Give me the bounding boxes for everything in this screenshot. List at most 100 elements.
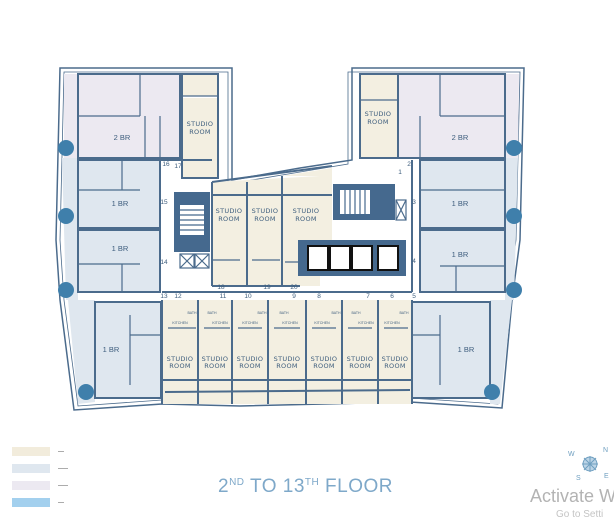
balcony-strip-bottom-right — [490, 300, 512, 404]
unit-label-1br: 1 BR — [103, 345, 120, 354]
svg-text:STUDIO: STUDIO — [252, 207, 279, 215]
balcony-strip-bottom-left — [68, 300, 95, 404]
svg-text:3: 3 — [412, 199, 416, 206]
kitchen-labels: KITCHEN KITCHEN KITCHEN KITCHEN KITCHEN … — [172, 311, 409, 325]
balcony-circle — [58, 208, 74, 224]
balcony-strip-left — [64, 74, 78, 158]
central-studio-block — [212, 176, 320, 286]
svg-text:BATH: BATH — [399, 311, 409, 315]
svg-text:STUDIO: STUDIO — [237, 355, 264, 363]
svg-text:ROOM: ROOM — [169, 362, 191, 370]
unit-studio-center-2[interactable]: STUDIO ROOM — [252, 207, 279, 223]
svg-text:12: 12 — [174, 293, 182, 300]
unit-studio-center-3[interactable]: STUDIO ROOM — [293, 207, 320, 223]
balcony-circle — [506, 282, 522, 298]
legend: --- ----- ----- --- — [12, 443, 68, 511]
unit-studio-right-wing[interactable] — [360, 74, 398, 158]
legend-swatch — [12, 481, 50, 490]
legend-item: --- — [12, 494, 68, 511]
unit-1br-bottom-right[interactable] — [412, 302, 490, 398]
unit-label-1br: 1 BR — [452, 250, 469, 259]
legend-label: --- — [58, 499, 64, 506]
unit-studio-left-wing[interactable] — [182, 98, 218, 178]
unit-1br-right-lower[interactable] — [420, 230, 505, 292]
svg-text:4: 4 — [412, 258, 416, 265]
svg-text:KITCHEN: KITCHEN — [212, 321, 228, 325]
svg-text:16: 16 — [162, 161, 170, 168]
balcony-circle — [506, 208, 522, 224]
svg-text:14: 14 — [160, 259, 168, 266]
svg-text:BATH: BATH — [351, 311, 361, 315]
legend-swatch — [12, 498, 50, 507]
legend-item: ----- — [12, 477, 68, 494]
svg-text:ROOM: ROOM — [349, 362, 371, 370]
svg-text:STUDIO: STUDIO — [347, 355, 374, 363]
balcony-circle — [506, 140, 522, 156]
legend-item: --- — [12, 443, 68, 460]
unit-studio-center-1[interactable]: STUDIO ROOM — [216, 207, 243, 223]
elevator-cars — [307, 245, 399, 271]
svg-text:ROOM: ROOM — [276, 362, 298, 370]
svg-text:BATH: BATH — [331, 311, 341, 315]
unit-label-1br: 1 BR — [112, 244, 129, 253]
svg-text:ROOM: ROOM — [218, 215, 240, 223]
svg-text:5: 5 — [412, 293, 416, 300]
svg-text:BATH: BATH — [279, 311, 289, 315]
balcony-circle — [58, 282, 74, 298]
legend-label: ----- — [58, 465, 68, 472]
svg-text:KITCHEN: KITCHEN — [242, 321, 258, 325]
svg-text:STUDIO: STUDIO — [167, 355, 194, 363]
balcony-strip-right-lower — [505, 158, 518, 300]
legend-item: ----- — [12, 460, 68, 477]
svg-text:STUDIO: STUDIO — [311, 355, 338, 363]
unit-1br-left-lower[interactable] — [78, 230, 160, 292]
studio-label: ROOM — [189, 128, 211, 136]
activation-watermark-subtext[interactable]: Go to Setti — [556, 509, 604, 520]
studio-left-top-annex — [182, 74, 218, 96]
unit-numbers: 16 17 15 14 13 12 11 10 9 8 7 6 5 18 19 … — [160, 161, 416, 300]
svg-text:19: 19 — [263, 284, 271, 291]
svg-text:STUDIO: STUDIO — [274, 355, 301, 363]
unit-label-1br: 1 BR — [458, 345, 475, 354]
unit-label-2br-right: 2 BR — [452, 133, 469, 142]
svg-text:10: 10 — [244, 293, 252, 300]
svg-text:ROOM: ROOM — [295, 215, 317, 223]
svg-text:KITCHEN: KITCHEN — [384, 321, 400, 325]
svg-text:18: 18 — [217, 284, 225, 291]
svg-text:BATH: BATH — [187, 311, 197, 315]
svg-text:1: 1 — [398, 169, 402, 176]
svg-text:15: 15 — [160, 199, 168, 206]
svg-text:2: 2 — [407, 161, 411, 168]
activation-watermark: Activate W — [530, 486, 614, 506]
svg-text:ROOM: ROOM — [254, 215, 276, 223]
svg-text:20: 20 — [290, 284, 298, 291]
balcony-strip-right — [505, 74, 519, 158]
unit-1br-left-upper[interactable] — [78, 160, 160, 228]
balcony-circle — [58, 140, 74, 156]
legend-swatch — [12, 447, 50, 456]
svg-text:STUDIO: STUDIO — [293, 207, 320, 215]
legend-label: --- — [58, 448, 64, 455]
svg-text:ROOM: ROOM — [239, 362, 261, 370]
unit-1br-bottom-left[interactable] — [95, 302, 161, 398]
unit-label-1br: 1 BR — [112, 199, 129, 208]
svg-text:KITCHEN: KITCHEN — [282, 321, 298, 325]
balcony-circles — [58, 140, 522, 400]
svg-text:KITCHEN: KITCHEN — [172, 321, 188, 325]
svg-text:KITCHEN: KITCHEN — [358, 321, 374, 325]
balcony-circle — [484, 384, 500, 400]
floor-title: 2ND TO 13TH FLOOR — [218, 476, 393, 497]
unit-1br-right-upper[interactable] — [420, 160, 505, 228]
svg-text:STUDIO: STUDIO — [216, 207, 243, 215]
svg-text:STUDIO: STUDIO — [382, 355, 409, 363]
svg-text:13: 13 — [160, 293, 168, 300]
svg-text:8: 8 — [317, 293, 321, 300]
